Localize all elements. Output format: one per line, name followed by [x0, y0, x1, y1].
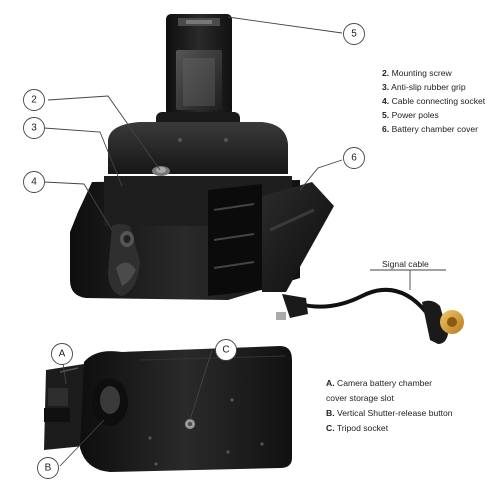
signal-cable-label: Signal cable [382, 259, 429, 269]
legend-top: 2. Mounting screw 3. Anti-slip rubber gr… [382, 66, 485, 136]
callout-5: 5 [343, 23, 365, 45]
legend-item-storage-slot-cont: cover storage slot [326, 393, 394, 403]
legend-item-shutter-release: B. Vertical Shutter-release button [326, 408, 453, 418]
svg-text:A: A [59, 349, 66, 360]
legend-item-power-poles: 5. Power poles [382, 110, 439, 120]
callout-A: A [51, 343, 73, 365]
callout-C: C [215, 339, 237, 361]
legend-item-rubber-grip: 3. Anti-slip rubber grip [382, 82, 466, 92]
svg-text:6: 6 [351, 153, 357, 164]
callout-2: 2 [23, 89, 45, 111]
legend-item-mounting-screw: 2. Mounting screw [382, 68, 452, 78]
callout-3: 3 [23, 117, 45, 139]
svg-text:3: 3 [31, 123, 37, 134]
legend-bottom: A. Camera battery chamber cover storage … [326, 376, 453, 436]
signal-cable-underline [370, 269, 446, 290]
battery-grip-underside [44, 346, 292, 472]
callout-6: 6 [343, 147, 365, 169]
legend-item-chamber-cover: 6. Battery chamber cover [382, 124, 479, 134]
svg-text:C: C [222, 345, 229, 356]
svg-text:B: B [45, 463, 52, 474]
legend-item-storage-slot: A. Camera battery chamber [326, 378, 433, 388]
svg-text:4: 4 [31, 177, 37, 188]
signal-cable [276, 287, 464, 344]
battery-grip-main [70, 14, 334, 300]
svg-text:2: 2 [31, 95, 37, 106]
callout-B: B [37, 457, 59, 479]
legend-item-cable-socket: 4. Cable connecting socket [382, 96, 486, 106]
callout-4: 4 [23, 171, 45, 193]
legend-item-tripod-socket: C. Tripod socket [326, 423, 389, 433]
svg-text:5: 5 [351, 29, 357, 40]
